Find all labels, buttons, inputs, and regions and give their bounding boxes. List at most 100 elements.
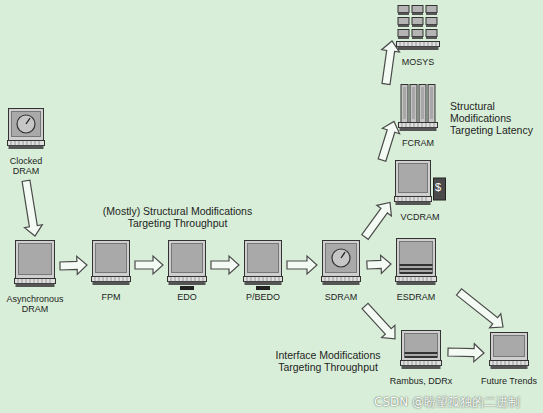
block-arrow — [60, 256, 87, 274]
memory-bank — [428, 85, 435, 123]
pin-band — [395, 197, 432, 202]
arrow-shape — [378, 121, 399, 161]
pin — [333, 277, 334, 281]
pin — [424, 42, 425, 46]
chip-die — [248, 244, 279, 273]
clock-symbol — [332, 249, 350, 267]
node-label: SDRAM — [320, 293, 362, 303]
pin-band — [490, 361, 529, 366]
annotation: Interface Modifications Targeting Throug… — [262, 349, 394, 373]
node-label: Future Trends — [480, 377, 539, 387]
pin — [432, 361, 433, 365]
pin — [19, 141, 20, 145]
chip-icon — [167, 240, 207, 290]
pin — [415, 277, 416, 281]
node-label: EDO — [166, 293, 208, 303]
arrow-shape — [211, 256, 239, 274]
pin — [11, 141, 12, 145]
bank-pins — [426, 37, 437, 40]
pin-band — [396, 277, 437, 282]
pin — [430, 123, 431, 127]
pin — [127, 277, 128, 281]
node-label: ESDRAM — [394, 293, 438, 303]
block-arrow — [378, 121, 399, 161]
pin — [353, 277, 354, 281]
pin — [404, 361, 405, 365]
node-label: VCDRAM — [393, 213, 447, 223]
arrow-shape — [367, 255, 391, 273]
pin — [410, 197, 411, 201]
dram-node: EDO — [166, 240, 208, 303]
pin — [30, 279, 31, 283]
chip-icon — [321, 240, 361, 290]
memory-bank-core — [421, 87, 424, 119]
output-latch — [256, 286, 270, 290]
chip-die — [172, 244, 203, 273]
pin — [422, 123, 423, 127]
node-label: Asynchronous DRAM — [4, 295, 66, 315]
pin — [418, 123, 419, 127]
pin-band — [168, 277, 207, 282]
pin — [23, 141, 24, 145]
pin — [402, 197, 403, 201]
memory-bank-core — [412, 87, 415, 119]
pin — [513, 361, 514, 365]
pin — [400, 42, 401, 46]
pin — [251, 277, 252, 281]
node-label: P/BEDO — [242, 293, 284, 303]
chip-body — [402, 331, 441, 361]
chip-die — [399, 164, 428, 193]
clock-hand — [26, 118, 30, 124]
pin — [119, 277, 120, 281]
pin-band — [15, 279, 56, 284]
memory-bank-core — [430, 87, 433, 119]
pin — [418, 197, 419, 201]
pin — [115, 277, 116, 281]
pin-band — [397, 42, 440, 47]
pin — [505, 361, 506, 365]
pin — [412, 42, 413, 46]
arrow-shape — [362, 303, 395, 339]
chip-icon — [243, 240, 283, 290]
sram-row — [400, 264, 433, 266]
node-label: FCRAM — [397, 139, 439, 149]
chip-body — [169, 241, 206, 277]
pin — [271, 277, 272, 281]
sram-row — [400, 268, 433, 270]
pin — [420, 361, 421, 365]
chip-icon — [14, 240, 56, 292]
pin — [195, 277, 196, 281]
pin — [408, 42, 409, 46]
pin — [341, 277, 342, 281]
pin — [18, 279, 19, 283]
pin — [247, 277, 248, 281]
pin-row — [491, 366, 528, 370]
pin-band — [8, 141, 45, 146]
pin — [107, 277, 108, 281]
bank-pins — [412, 13, 423, 16]
pin — [35, 141, 36, 145]
pin — [27, 141, 28, 145]
pin — [431, 277, 432, 281]
dram-node: MOSYS — [395, 5, 441, 68]
pin — [50, 279, 51, 283]
pin — [267, 277, 268, 281]
chip-icon — [395, 238, 437, 290]
pin-row — [245, 282, 282, 286]
chip-body — [9, 109, 44, 141]
arrow-shape — [362, 203, 392, 240]
chip-body — [93, 241, 130, 277]
pin-row — [398, 47, 439, 51]
pin-row — [169, 282, 206, 286]
pin — [357, 277, 358, 281]
pin-row — [323, 282, 360, 286]
memory-bank — [412, 30, 423, 37]
bank-pins — [398, 37, 409, 40]
dram-node: Future Trends — [480, 332, 539, 387]
pin — [191, 277, 192, 281]
pin — [493, 361, 494, 365]
pin-row — [93, 282, 130, 286]
pin — [187, 277, 188, 281]
block-arrow — [382, 41, 400, 85]
